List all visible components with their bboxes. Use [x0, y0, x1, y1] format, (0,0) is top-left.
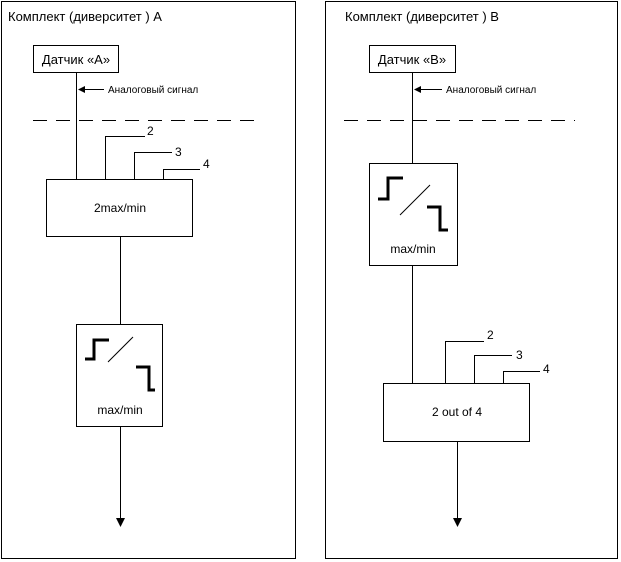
hysteresis-icon-b — [378, 176, 448, 232]
block-2outof4 — [383, 383, 530, 442]
output-arrowhead-b — [453, 518, 462, 527]
input-line-a-3 — [134, 152, 172, 179]
block-2maxmin — [46, 179, 193, 237]
panel-a-frame — [1, 1, 296, 559]
block-maxmin-b — [369, 163, 458, 266]
input-label-b-3: 3 — [516, 348, 523, 362]
block-maxmin-b-label: max/min — [390, 242, 435, 256]
block-maxmin-a-label: max/min — [97, 403, 142, 417]
input-label-a-4: 4 — [203, 157, 210, 171]
input-label-b-4: 4 — [543, 362, 550, 376]
input-line-b-2 — [445, 341, 484, 383]
signal-arrowhead-a — [78, 86, 85, 93]
signal-label-a: Аналоговый сигнал — [108, 85, 198, 96]
sensor-b-label: Датчик «В» — [378, 52, 446, 67]
hysteresis-icon-a — [85, 336, 155, 392]
block-2outof4-label: 2 out of 4 — [432, 405, 482, 419]
input-line-a-4 — [163, 169, 200, 179]
input-label-b-2: 2 — [487, 328, 494, 342]
signal-label-b: Аналоговый сигнал — [446, 85, 536, 96]
panel-a: Комплект (диверситет ) А Датчик «А» Анал… — [1, 1, 296, 559]
input-label-a-2: 2 — [147, 124, 154, 138]
input-line-a-2 — [105, 136, 145, 179]
input-line-b-3 — [474, 355, 512, 383]
signal-arrowhead-b — [414, 86, 421, 93]
input-label-a-3: 3 — [175, 145, 182, 159]
block-2maxmin-label: 2max/min — [94, 201, 146, 215]
sensor-a-box — [33, 45, 119, 73]
panel-b: Комплект (диверситет ) В Датчик «В» Анал… — [325, 1, 618, 559]
sensor-b-box — [369, 45, 456, 73]
panel-a-title: Комплект (диверситет ) А — [8, 9, 162, 24]
panel-b-title: Комплект (диверситет ) В — [345, 9, 499, 24]
input-line-b-4 — [503, 371, 540, 383]
panel-b-frame — [325, 1, 618, 559]
output-arrowhead-a — [116, 518, 125, 527]
sensor-a-label: Датчик «А» — [42, 52, 110, 67]
